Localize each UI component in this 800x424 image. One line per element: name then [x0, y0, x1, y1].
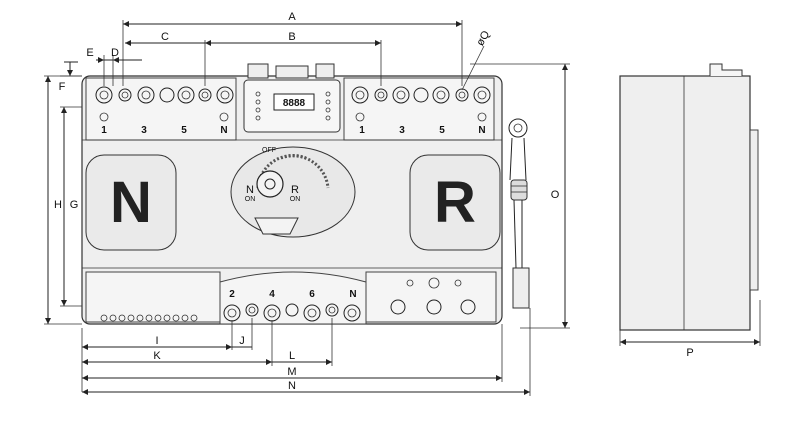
svg-text:1: 1: [101, 125, 107, 136]
panel-n: [85, 154, 177, 251]
switch-n-on-label: ON: [245, 196, 256, 203]
top-connector-left: [247, 63, 269, 79]
dim-label-f: F: [59, 81, 66, 93]
bottom-right-holes: [390, 277, 476, 315]
svg-text:6: 6: [309, 289, 315, 300]
dim-label-b: B: [288, 31, 295, 43]
dim-label-h: H: [54, 199, 62, 211]
side-view: [619, 63, 759, 331]
switch-housing: [230, 146, 356, 238]
panel-r: [409, 154, 501, 251]
svg-text:N: N: [478, 125, 485, 136]
dim-label-p: P: [686, 347, 693, 359]
svg-text:5: 5: [439, 125, 445, 136]
dim-label-e: E: [86, 47, 93, 59]
svg-text:3: 3: [399, 125, 405, 136]
side-view-body: [619, 75, 751, 331]
switch-n-label: N: [246, 184, 254, 196]
bottom-left-terminal-strip: [100, 314, 198, 322]
svg-text:3: 3: [141, 125, 147, 136]
dim-label-k: K: [153, 350, 161, 362]
operating-handle: [508, 118, 530, 309]
display-digits: 8888: [283, 98, 306, 109]
dim-label-g: G: [70, 199, 79, 211]
side-handle: [749, 129, 759, 291]
svg-text:2: 2: [229, 289, 235, 300]
svg-text:N: N: [349, 289, 356, 300]
svg-text:5: 5: [181, 125, 187, 136]
top-right-terminals: [351, 86, 491, 122]
switch-r-label: R: [291, 184, 299, 196]
top-left-terminals: [95, 86, 234, 122]
dimension-labels: A B C D E F G H I J K L M N O P øQ: [54, 11, 694, 392]
dimension-lines: [44, 20, 761, 396]
switch-off-label: OFF: [262, 147, 276, 154]
dim-label-i: I: [155, 335, 158, 347]
dim-label-q: øQ: [474, 29, 492, 49]
bottom-terminal-numbers: 2 4 6 N: [229, 289, 356, 300]
top-connector-right: [315, 63, 335, 79]
bottom-terminals: [223, 303, 361, 322]
side-top-connector: [709, 63, 743, 76]
svg-text:N: N: [220, 125, 227, 136]
svg-text:1: 1: [359, 125, 365, 136]
led-column-right: [325, 91, 331, 121]
seven-segment-display: [273, 93, 315, 111]
switch-lock-slot: [254, 217, 299, 235]
switch-scale-right: [280, 154, 330, 189]
dim-label-o: O: [551, 189, 560, 201]
panel-r-label: R: [434, 170, 476, 235]
switch-r-on-label: ON: [290, 196, 301, 203]
bottom-left-block: [85, 271, 221, 323]
front-view: 8888 1 3 5 N: [81, 63, 530, 325]
top-left-terminal-block: [85, 77, 237, 141]
dim-label-m: M: [287, 366, 296, 378]
top-left-terminal-numbers: 1 3 5 N: [101, 125, 227, 136]
top-right-terminal-block: [343, 77, 495, 141]
led-column-left: [255, 91, 261, 121]
top-right-terminal-numbers: 1 3 5 N: [359, 125, 485, 136]
dim-label-d: D: [111, 47, 119, 59]
dim-label-j: J: [239, 335, 245, 347]
svg-text:4: 4: [269, 289, 275, 300]
dim-label-l: L: [289, 350, 295, 362]
rotary-switch-knob[interactable]: [256, 170, 284, 198]
dim-label-c: C: [161, 31, 169, 43]
dim-label-a: A: [288, 11, 296, 23]
panel-n-label: N: [110, 170, 152, 235]
top-connector-pins: [275, 65, 309, 79]
dim-label-n: N: [288, 380, 296, 392]
